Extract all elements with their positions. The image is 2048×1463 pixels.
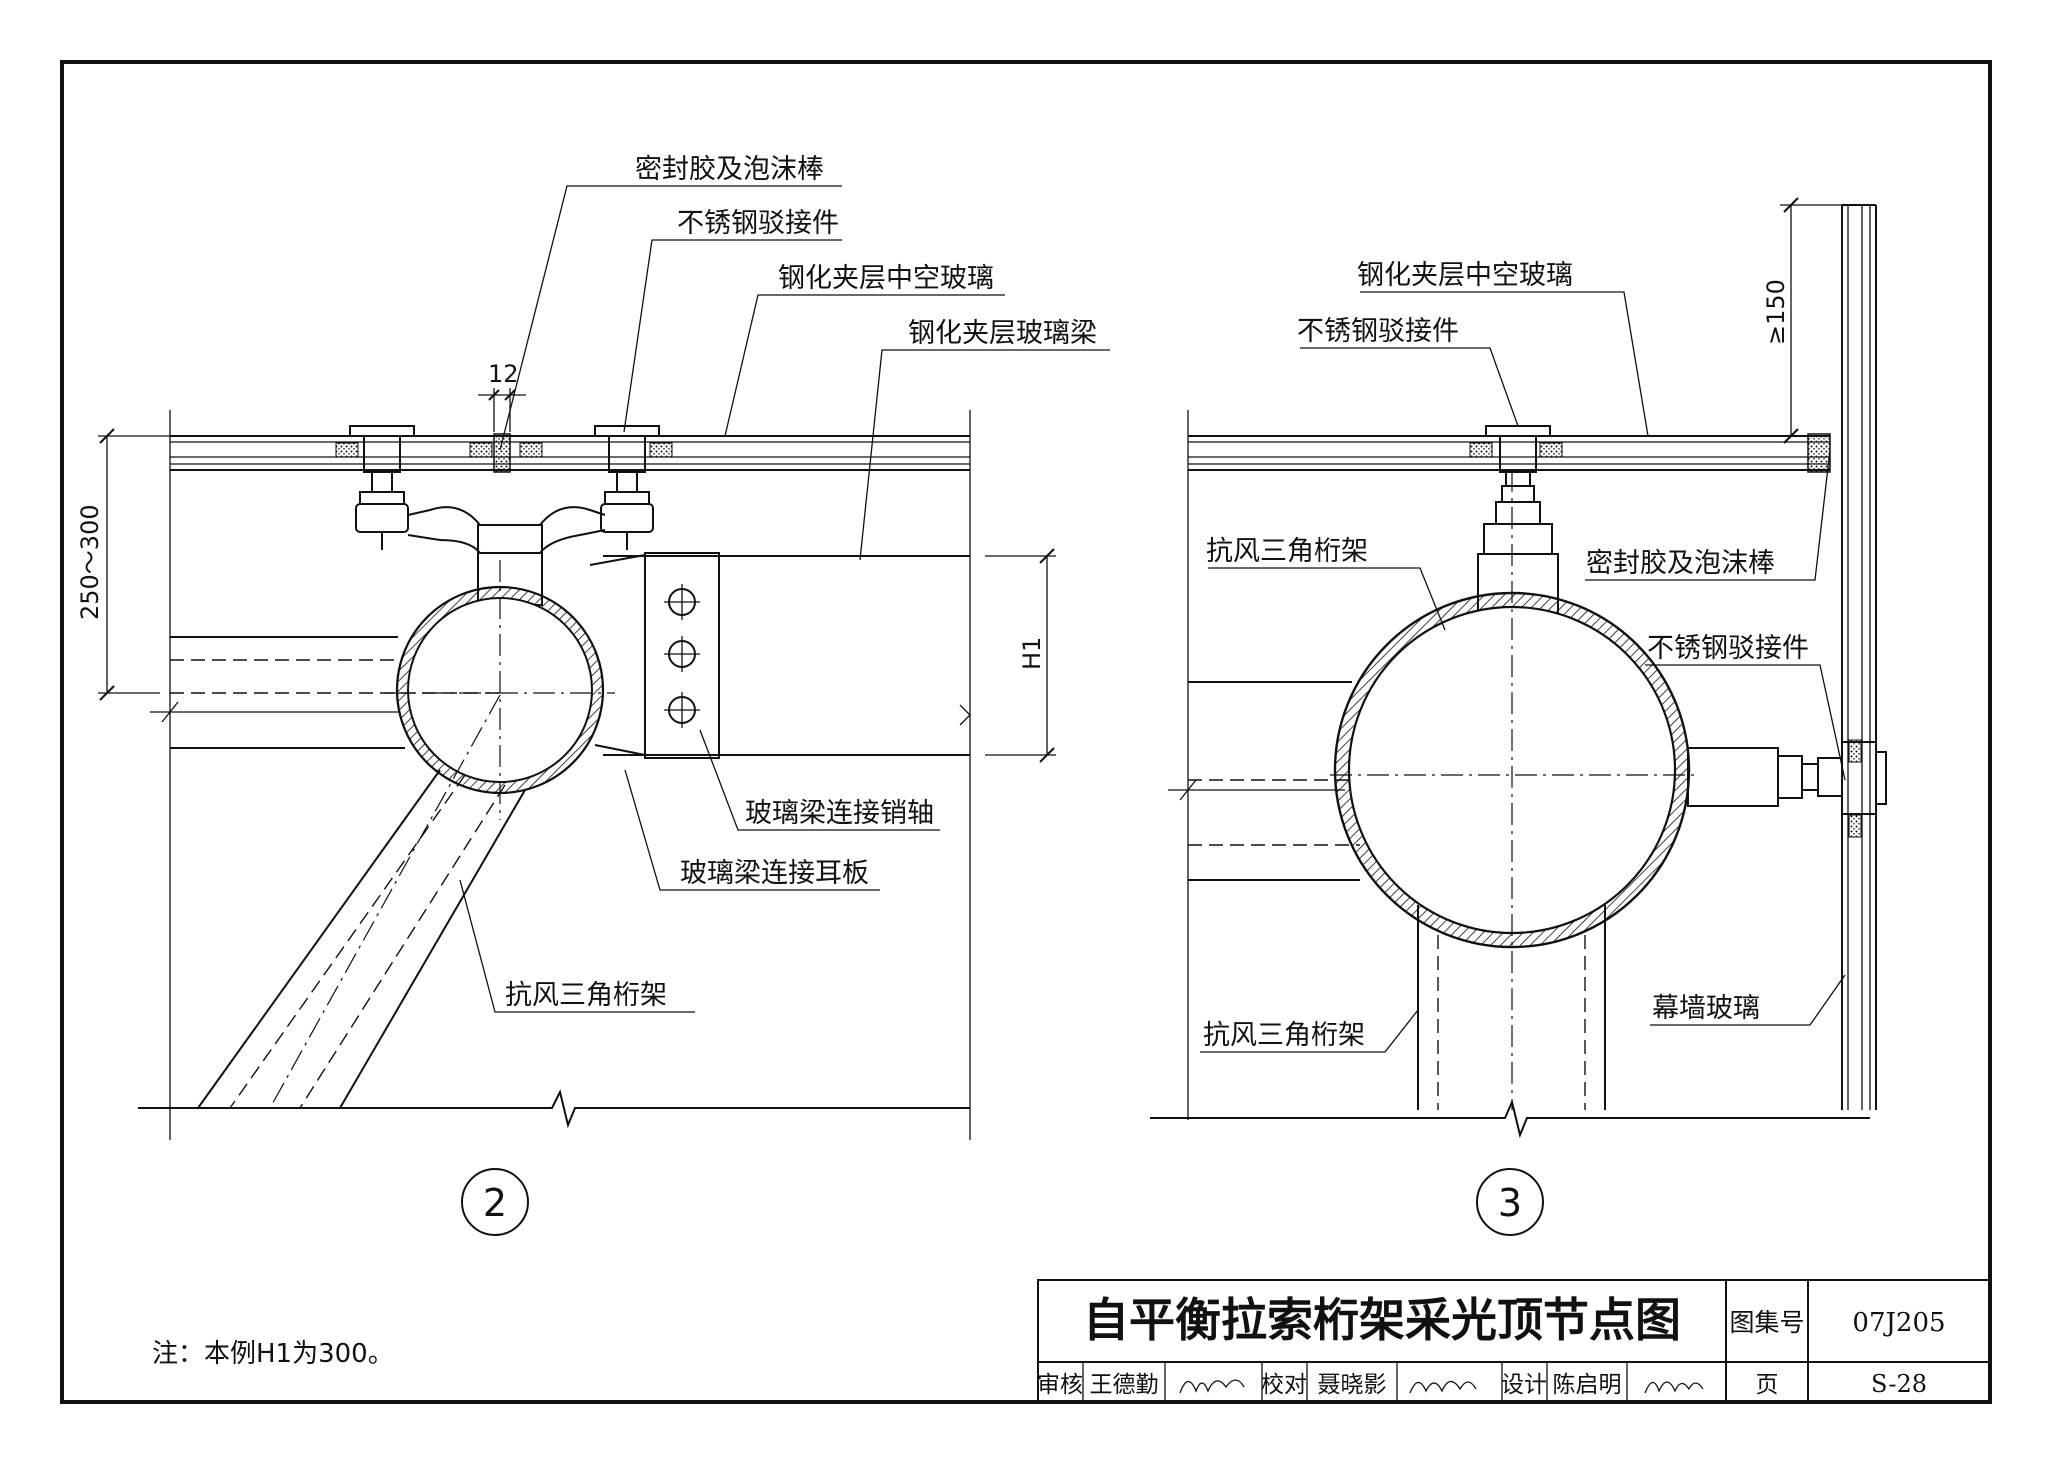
title-block [1037,1279,1991,1403]
detail-3-marker [1476,1168,1544,1236]
pin-hole-1 [664,584,700,620]
detail-2-marker [461,1168,529,1236]
label-truss-top: 抗风三角桁架 [1206,536,1368,567]
reviewer-name: 王德勤 [1090,1372,1159,1398]
checker-name: 聂晓影 [1318,1372,1387,1398]
label-sealant-3: 密封胶及泡沫棒 [1586,548,1775,579]
label-glass: 钢化夹层中空玻璃 [778,263,994,294]
page-label: 页 [1756,1372,1779,1398]
reviewer-signature [1179,1379,1245,1394]
ear-plate [644,552,720,759]
label-ear-plate: 玻璃梁连接耳板 [680,858,869,889]
break-line [138,1089,970,1129]
diagonal-brace [197,694,526,1109]
glass-panel [170,433,970,473]
label-pin: 玻璃梁连接销轴 [745,798,934,829]
glass-beam [589,410,971,1140]
dim-gap: 12 [488,360,519,388]
drawing-title: 自平衡拉索桁架采光顶节点图 [1083,1293,1681,1347]
sheet-border [60,60,1992,1404]
connector-side [1687,741,1887,815]
designer-signature [1644,1381,1704,1394]
spider-arm [407,506,606,554]
spider-connector-right [594,425,660,550]
label-glass-3: 钢化夹层中空玻璃 [1357,260,1573,291]
check-label: 校对 [1261,1372,1307,1398]
label-sealant: 密封胶及泡沫棒 [635,154,824,185]
horizontal-member-3 [1168,410,1360,1120]
pin-hole-2 [664,636,700,672]
detail-2: 250～300 H1 12 密 [76,154,1110,1236]
designer-name: 陈启明 [1553,1372,1622,1398]
detail-2-number: 2 [483,1181,507,1225]
curtain-wall-glass [1841,204,1877,1110]
review-label: 审核 [1037,1372,1083,1398]
label-truss: 抗风三角桁架 [505,980,667,1011]
label-beam: 钢化夹层玻璃梁 [908,318,1097,349]
dim-min-overlap: ≥150 [1762,279,1790,345]
page-number: S-28 [1871,1370,1927,1398]
detail-3: ≥150 钢化夹层中空玻璃 不锈钢驳接件 抗风三角桁架 密封胶及泡沫棒 不锈钢驳… [1150,197,1887,1236]
dimension-min-150 [1780,197,1845,444]
glass-panel-3 [1188,433,1831,473]
dimension-250-300 [98,428,175,701]
dimension-gap-12 [478,388,526,432]
dimension-h1 [985,548,1056,763]
label-connector-side: 不锈钢驳接件 [1647,633,1809,664]
label-connector: 不锈钢驳接件 [677,208,839,239]
label-connector-top: 不锈钢驳接件 [1297,316,1459,347]
sealant-joint [493,433,511,473]
checker-signature [1409,1380,1477,1394]
horizontal-member [150,410,500,1140]
design-label: 设计 [1501,1372,1547,1398]
break-line-3 [1150,1098,1870,1139]
leaders-detail-2 [459,185,1110,1013]
leaders-detail-3 [1200,291,1846,1053]
note: 注：本例H1为300。 [152,1339,394,1369]
label-curtain-glass: 幕墙玻璃 [1652,993,1760,1024]
pin-hole-3 [664,692,700,728]
dim-h1: H1 [1018,637,1046,670]
spider-connector-left [349,425,415,550]
dim-height-range: 250～300 [76,504,104,620]
atlas-number: 07J205 [1852,1308,1945,1338]
label-truss-bottom: 抗风三角桁架 [1203,1020,1365,1051]
detail-3-number: 3 [1498,1181,1522,1225]
atlas-label: 图集号 [1729,1308,1804,1337]
sealant-joint-corner [1807,433,1831,473]
vertical-member-3 [1417,905,1606,1110]
